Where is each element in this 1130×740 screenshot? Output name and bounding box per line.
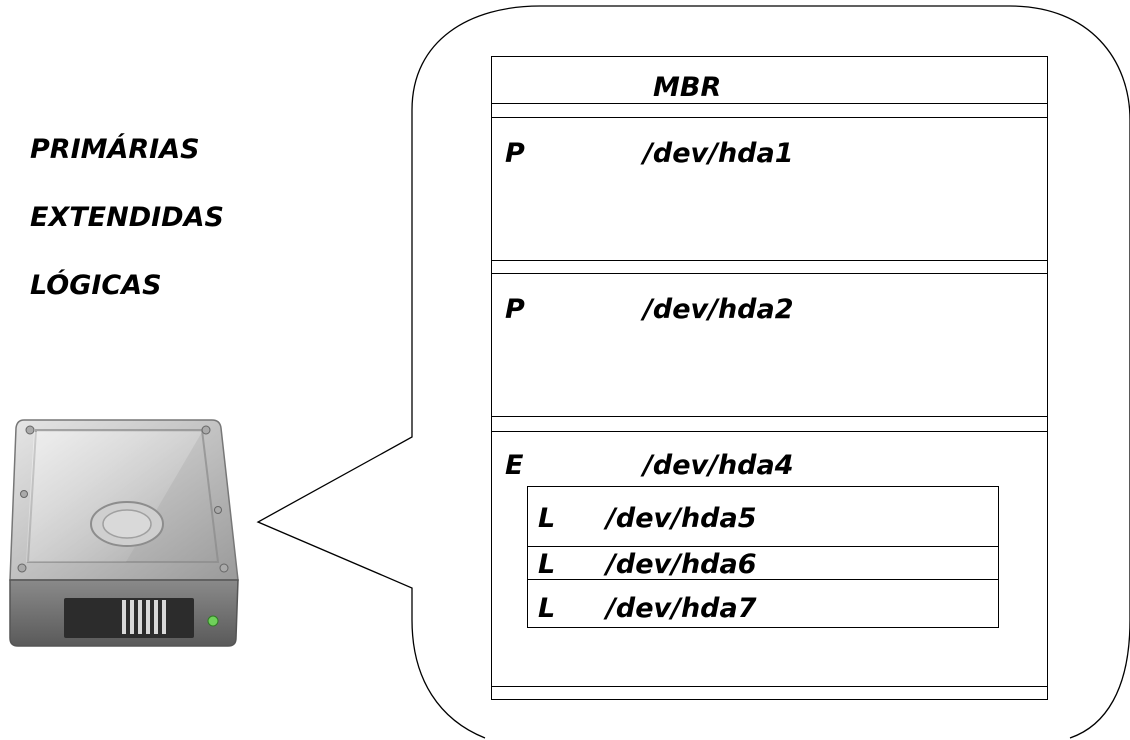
logical-device: /dev/hda5 bbox=[606, 503, 757, 534]
legend-primarias: PRIMÁRIAS bbox=[30, 134, 200, 165]
mbr-label: MBR bbox=[653, 72, 722, 103]
legend-extendidas: EXTENDIDAS bbox=[30, 202, 224, 233]
table-border-right bbox=[1047, 56, 1048, 700]
divider bbox=[528, 579, 998, 580]
divider bbox=[491, 273, 1048, 274]
table-border-left bbox=[491, 56, 492, 700]
logical-partitions-box: L /dev/hda5 L /dev/hda6 L /dev/hda7 bbox=[527, 486, 999, 628]
divider bbox=[491, 103, 1048, 104]
divider bbox=[491, 416, 1048, 417]
table-border-top bbox=[491, 56, 1048, 57]
legend-logicas: LÓGICAS bbox=[30, 270, 162, 301]
hard-drive-icon bbox=[9, 419, 239, 647]
divider bbox=[491, 117, 1048, 118]
logical-device: /dev/hda6 bbox=[606, 549, 757, 580]
divider bbox=[491, 686, 1048, 687]
partition-device: /dev/hda1 bbox=[643, 138, 794, 169]
divider bbox=[491, 260, 1048, 261]
logical-type: L bbox=[538, 549, 556, 580]
logical-type: L bbox=[538, 593, 556, 624]
logical-type: L bbox=[538, 503, 556, 534]
partition-type: E bbox=[505, 450, 524, 481]
partition-device: /dev/hda2 bbox=[643, 294, 794, 325]
partition-type: P bbox=[505, 138, 525, 169]
partition-device: /dev/hda4 bbox=[643, 450, 794, 481]
logical-device: /dev/hda7 bbox=[606, 593, 757, 624]
divider bbox=[528, 546, 998, 547]
divider bbox=[491, 431, 1048, 432]
table-border-bottom bbox=[491, 699, 1048, 700]
partition-type: P bbox=[505, 294, 525, 325]
partition-table: MBR P /dev/hda1 P /dev/hda2 E /dev/hda4 … bbox=[491, 56, 1048, 700]
